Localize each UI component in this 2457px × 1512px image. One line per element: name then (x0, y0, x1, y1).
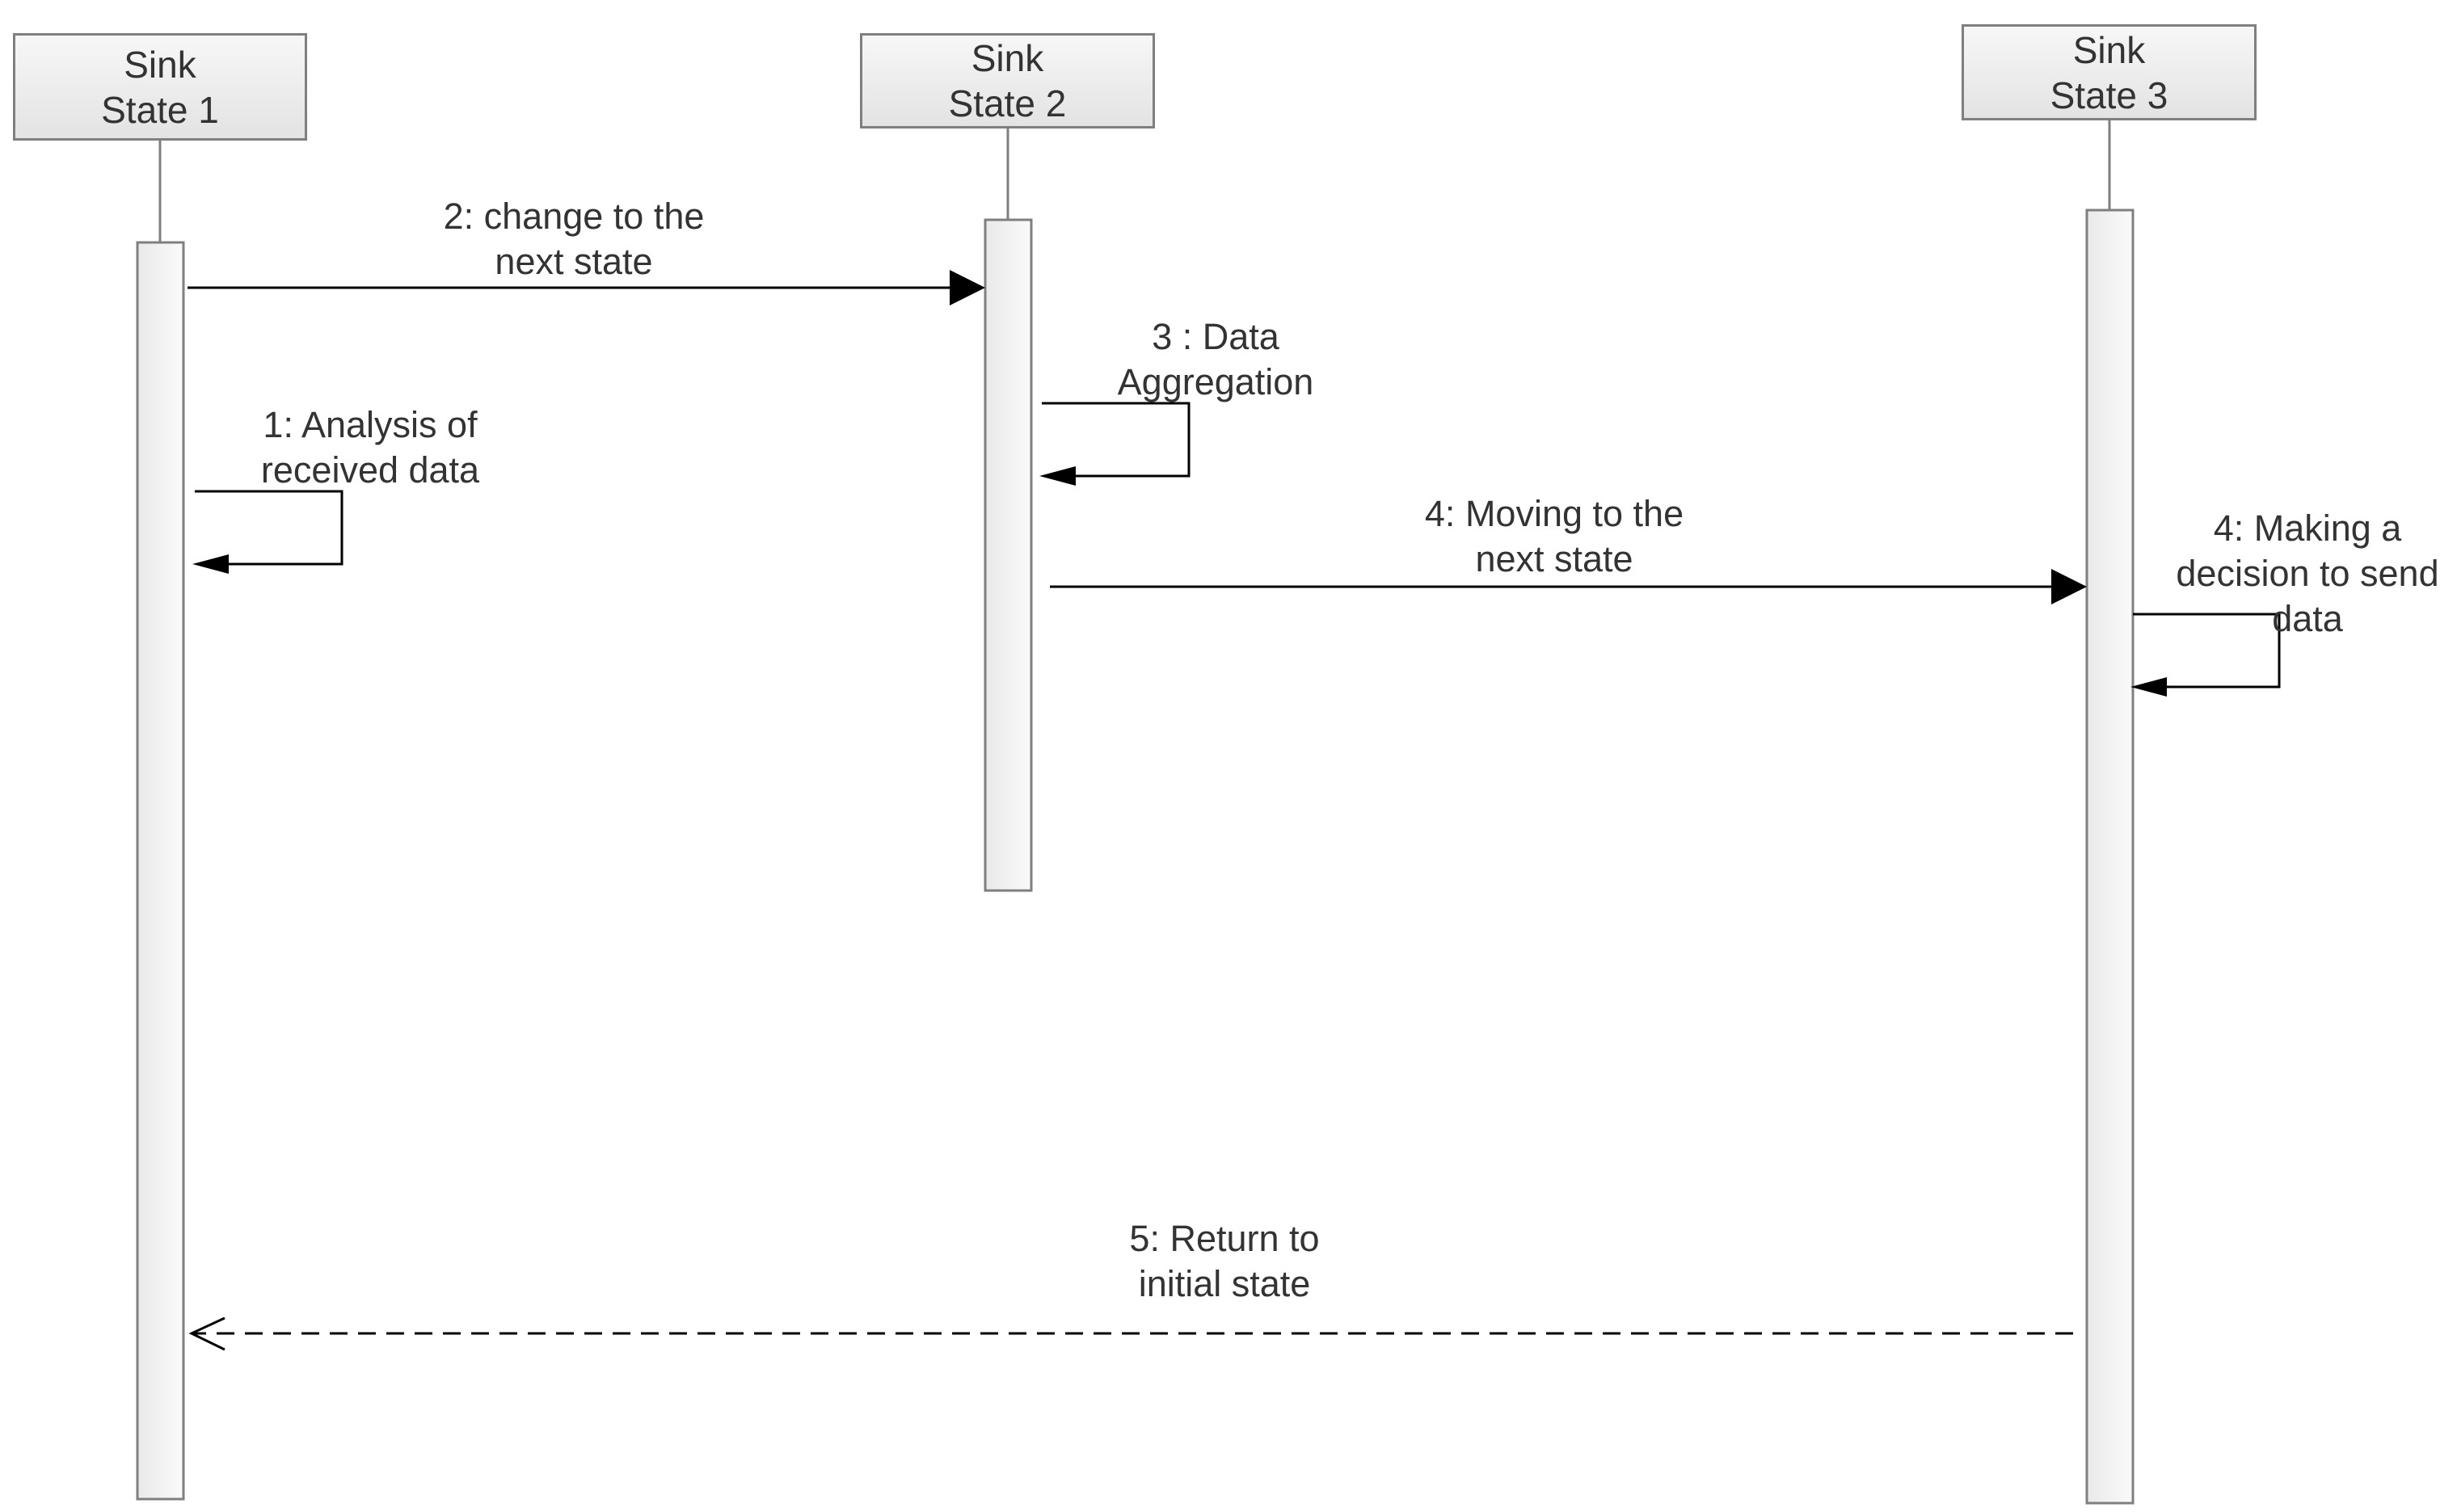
lifeline-name-line1: Sink (124, 43, 196, 86)
label-line: received data (260, 449, 480, 491)
self-message-data-aggregation (1042, 402, 1191, 478)
filled-arrowhead (950, 270, 985, 305)
message-label-return: 5: Return to initial state (1129, 1216, 1319, 1307)
activation-bar-1 (136, 241, 185, 1501)
message-label-analysis: 1: Analysis of received data (261, 402, 479, 493)
label-line: 2: change to the (443, 196, 705, 237)
label-line: 1: Analysis of (263, 404, 478, 445)
activation-bar-3 (2085, 208, 2135, 1505)
lifeline-name-line1: Sink (2072, 28, 2146, 71)
self-message-analysis (195, 490, 343, 566)
label-line: initial state (1138, 1263, 1311, 1304)
label-line: 5: Return to (1129, 1218, 1320, 1259)
label-line: next state (1475, 538, 1633, 579)
message-label-decision: 4: Making a decision to send data (2176, 506, 2438, 642)
message-label-data-aggregation: 3 : Data Aggregation (1118, 314, 1314, 405)
lifeline-name-line2: State 2 (948, 82, 1067, 124)
label-line: 4: Making a (2213, 508, 2402, 549)
filled-arrowhead (2051, 569, 2087, 604)
label-line: data (2272, 598, 2343, 639)
message-label-moving-state: 4: Moving to the next state (1425, 491, 1684, 582)
activation-bar-2 (984, 218, 1033, 892)
self-message-decision (2133, 613, 2281, 689)
open-arrowhead (188, 1316, 225, 1351)
label-line: 3 : Data (1152, 316, 1279, 357)
filled-arrowhead (1039, 466, 1076, 486)
lifeline-name-line2: State 3 (2050, 74, 2168, 116)
label-line: decision to send (2176, 553, 2439, 594)
filled-arrowhead (2130, 677, 2167, 697)
lifeline-name-line2: State 1 (101, 88, 219, 131)
lifeline-head-1: Sink State 1 (13, 33, 307, 141)
label-line: next state (495, 241, 653, 282)
message-label-change-state: 2: change to the next state (444, 194, 705, 284)
lifeline-name-line1: Sink (971, 37, 1044, 79)
lifeline-head-2: Sink State 2 (860, 33, 1155, 128)
lifeline-head-3: Sink State 3 (1962, 24, 2257, 120)
label-line: 4: Moving to the (1424, 493, 1684, 534)
filled-arrowhead (192, 554, 229, 574)
label-line: Aggregation (1117, 361, 1314, 402)
